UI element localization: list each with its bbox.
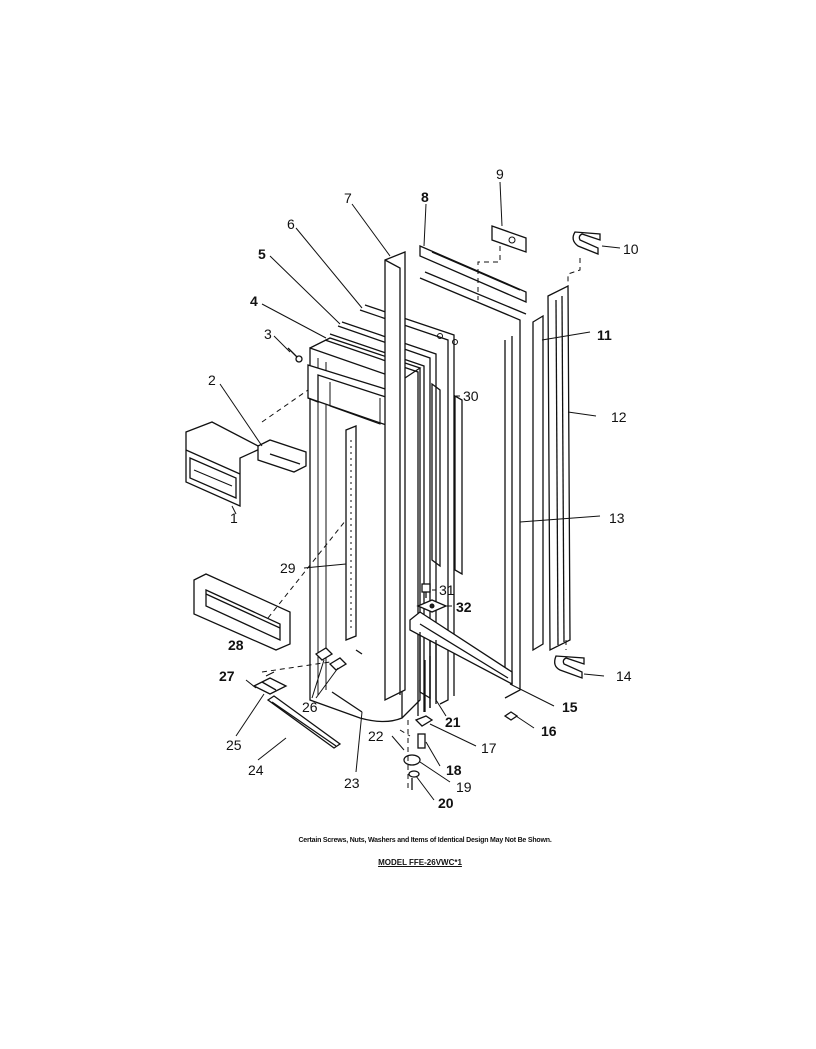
- hinge-part-17: [414, 715, 434, 727]
- hinge-pin-31: [421, 583, 431, 598]
- callout-23: 23: [344, 775, 360, 791]
- bushing-18: [417, 733, 426, 749]
- callout-27: 27: [219, 668, 235, 684]
- callout-20: 20: [438, 795, 454, 811]
- callout-13: 13: [609, 510, 625, 526]
- strip-24: [266, 695, 342, 749]
- gasket-frame-4: [324, 333, 425, 716]
- bottom-cap-15: [409, 611, 513, 700]
- handle-12: [547, 284, 571, 652]
- leader-lines: [219, 181, 621, 801]
- dispenser-recess: [307, 364, 396, 429]
- callout-12: 12: [611, 409, 627, 425]
- callout-labels: 1 2 3 4 5 6 7 8 9 10 11 12 13 14 15 16 1…: [208, 166, 639, 811]
- clip-26: [314, 647, 348, 671]
- callout-4: 4: [250, 293, 258, 309]
- callout-14: 14: [616, 668, 632, 684]
- callout-17: 17: [481, 740, 497, 756]
- callout-1: 1: [230, 510, 238, 526]
- callout-15: 15: [562, 699, 578, 715]
- callout-25: 25: [226, 737, 242, 753]
- model-number: MODEL FFE-26VWC*1: [378, 858, 462, 867]
- alignment-lines: [261, 360, 455, 737]
- callout-24: 24: [248, 762, 264, 778]
- part-21: [424, 656, 431, 712]
- callout-30: 30: [463, 388, 479, 404]
- callout-10: 10: [623, 241, 639, 257]
- callout-3: 3: [264, 326, 272, 342]
- washer-16: [503, 711, 519, 721]
- door-liner-7: [384, 251, 406, 702]
- callout-16: 16: [541, 723, 557, 739]
- callout-22: 22: [368, 728, 384, 744]
- callout-26: 26: [302, 699, 318, 715]
- callout-9: 9: [496, 166, 504, 182]
- handle-trim-11: [532, 314, 544, 652]
- hinge-bracket-14: [554, 640, 585, 679]
- inner-panel: [419, 271, 527, 699]
- top-cap-8: [419, 245, 527, 303]
- rod-23: [331, 649, 363, 713]
- callout-5: 5: [258, 246, 266, 262]
- dispenser-trim-28: [193, 573, 291, 651]
- hinge-bracket-10: [567, 231, 601, 286]
- bracket-27: [265, 671, 275, 677]
- callout-29: 29: [280, 560, 296, 576]
- clip-25: [252, 677, 288, 695]
- screw-22: [407, 720, 413, 790]
- callout-8: 8: [421, 189, 429, 205]
- callout-31: 31: [439, 582, 455, 598]
- callout-2: 2: [208, 372, 216, 388]
- screw-3: [287, 347, 303, 363]
- callout-19: 19: [456, 779, 472, 795]
- callout-32: 32: [456, 599, 472, 615]
- callout-28: 28: [228, 637, 244, 653]
- callout-11: 11: [597, 327, 612, 343]
- hinge-plate-32: [416, 599, 448, 613]
- washer-20: [408, 770, 420, 778]
- top-hinge-9: [477, 225, 527, 300]
- cam-19: [403, 754, 421, 766]
- callout-7: 7: [344, 190, 352, 206]
- strip-29: [345, 425, 357, 641]
- dispenser-cover-1: [185, 421, 264, 508]
- callout-18: 18: [446, 762, 462, 778]
- callout-6: 6: [287, 216, 295, 232]
- callout-21: 21: [445, 714, 461, 730]
- footnote: Certain Screws, Nuts, Washers and Items …: [298, 837, 552, 844]
- dispenser-part-2: [257, 439, 307, 473]
